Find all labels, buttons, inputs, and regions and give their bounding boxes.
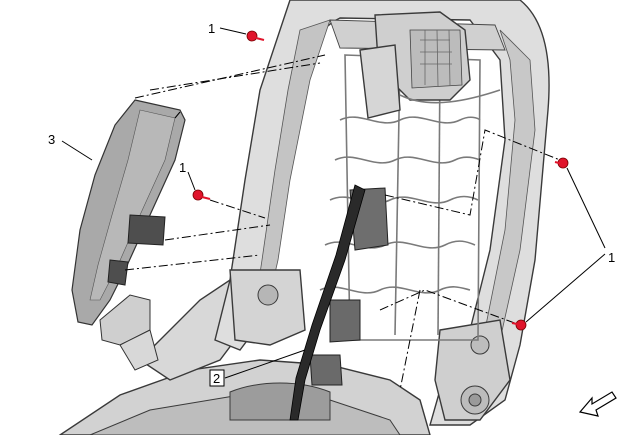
callout-label-1-mid: 1 (179, 160, 186, 175)
callout-leaders (61, 27, 606, 379)
fastener-mid (192, 189, 211, 201)
front-direction-arrow-icon (578, 391, 617, 417)
trim-strip-item-2 (289, 184, 366, 421)
callout-label-3: 3 (48, 132, 55, 147)
lumbar-motor-unit (359, 11, 501, 119)
side-panel-item-3 (71, 99, 186, 371)
fastener-top (246, 30, 265, 42)
callout-label-2: 2 (213, 371, 220, 386)
fasteners-item-1 (192, 30, 569, 331)
callout-label-1-top: 1 (208, 21, 215, 36)
fastener-right-lower (511, 319, 527, 331)
alignment-dashed-lines (124, 54, 561, 391)
fastener-right-upper (554, 157, 569, 169)
callout-label-1-right: 1 (608, 250, 615, 265)
wire-suspension-mat (319, 54, 481, 341)
callout-label-2-box: 2 (209, 369, 225, 387)
